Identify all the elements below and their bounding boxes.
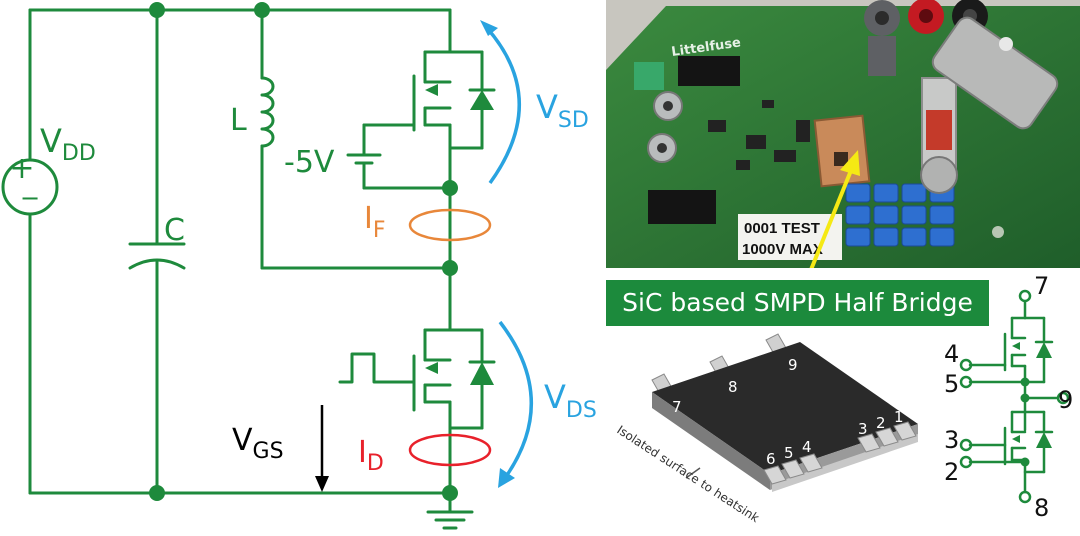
pinout-pin-4: 4: [944, 340, 959, 368]
board-illustration: Littelfuse: [606, 0, 1080, 268]
vds-arc: [498, 320, 533, 480]
node-dot: [149, 485, 165, 501]
high-side-body-arrow: [425, 84, 438, 96]
vdd-minus: −: [20, 184, 40, 212]
if-label: IF: [364, 201, 386, 243]
test-label-line-1: 0001 TEST: [744, 220, 820, 237]
banana-jacks: [864, 0, 988, 76]
package-caption: Isolated surface to heatsink: [614, 423, 761, 525]
low-side-mosfet: [382, 328, 496, 430]
board-photo: Littelfuse: [606, 0, 1080, 268]
node-dot: [149, 2, 165, 18]
pinout-pin-8: 8: [1034, 494, 1049, 522]
bnc-center: [657, 143, 667, 153]
capacitor-label: C: [164, 213, 185, 248]
pointer-arrowhead: [840, 150, 860, 176]
package-front-face: [770, 424, 918, 490]
vdd-plus: +: [9, 151, 34, 186]
package-pin-8: 8: [728, 378, 738, 396]
vsd-label: VSD: [536, 88, 589, 133]
node-dot: [254, 2, 270, 18]
vgs-arrowhead: [315, 476, 329, 492]
high-side-diode: [470, 90, 494, 110]
package-top-leads: [651, 333, 787, 395]
package-left-face: [652, 392, 770, 490]
pinout-pin-5: 5: [944, 370, 959, 398]
package-pin-5: 5: [784, 444, 794, 462]
if-current-ellipse: [408, 208, 492, 242]
package-top-face: [652, 342, 918, 474]
package-pin-9: 9: [788, 356, 798, 374]
vsd-arrowhead: [480, 20, 498, 36]
vgs-label: VGS: [232, 423, 284, 464]
low-side-body-arrow: [425, 362, 438, 374]
mount-screw: [992, 226, 1004, 238]
caption-leader: [685, 467, 701, 479]
high-side-mosfet: [362, 50, 496, 150]
gate-bias-battery: [346, 123, 452, 190]
package-pin-3: 3: [858, 420, 868, 438]
gate-bias-label: -5V: [284, 145, 335, 180]
id-label: ID: [358, 435, 384, 476]
vdd-label: VDD: [40, 122, 96, 166]
bnc-center: [663, 101, 673, 111]
vds-label: VDS: [544, 378, 597, 423]
package-pin-7: 7: [672, 398, 682, 416]
low-side-diode: [470, 362, 494, 385]
vds-arrowhead: [498, 468, 515, 488]
test-label-line-2: 1000V MAX: [742, 241, 823, 258]
pointer-arrow-shaft: [809, 167, 854, 268]
relay-bottom: [648, 190, 716, 224]
qr-code: [834, 152, 848, 166]
package-pin-6: 6: [766, 450, 776, 468]
mount-screw: [999, 37, 1013, 51]
package-pin-1: 1: [894, 408, 904, 426]
id-current-ellipse: [408, 433, 492, 467]
pinout-pin-7: 7: [1034, 272, 1049, 300]
relay-top: [678, 56, 740, 86]
package-pin-4: 4: [802, 438, 812, 456]
terminal-block: [634, 62, 664, 90]
node-dot: [442, 180, 458, 196]
package-pin-2: 2: [876, 414, 886, 432]
circuit-schematic: + − VDD C L -5V IF ID VGS VSD VDS: [1, 2, 597, 530]
node-dot: [442, 260, 458, 276]
vdd-source-circle: [1, 158, 59, 216]
smpd-module: [813, 114, 871, 188]
package-heatsink-surface: [772, 434, 918, 492]
package-bottom-leads: [763, 421, 917, 485]
module-banner: SiC based SMPD Half Bridge: [606, 280, 989, 326]
cap-plate-bottom: [128, 258, 186, 270]
inductor-label: L: [230, 103, 247, 138]
probe-connector: [920, 16, 1059, 194]
vsd-arc: [485, 26, 521, 185]
inductor-coil: [260, 76, 275, 148]
small-components: [708, 100, 810, 170]
pinout-pin-3: 3: [944, 426, 959, 454]
pinout-pin-9: 9: [1058, 386, 1073, 414]
pinout-pin-2: 2: [944, 458, 959, 486]
gate-pulse-icon: [338, 352, 386, 384]
node-dot: [442, 485, 458, 501]
